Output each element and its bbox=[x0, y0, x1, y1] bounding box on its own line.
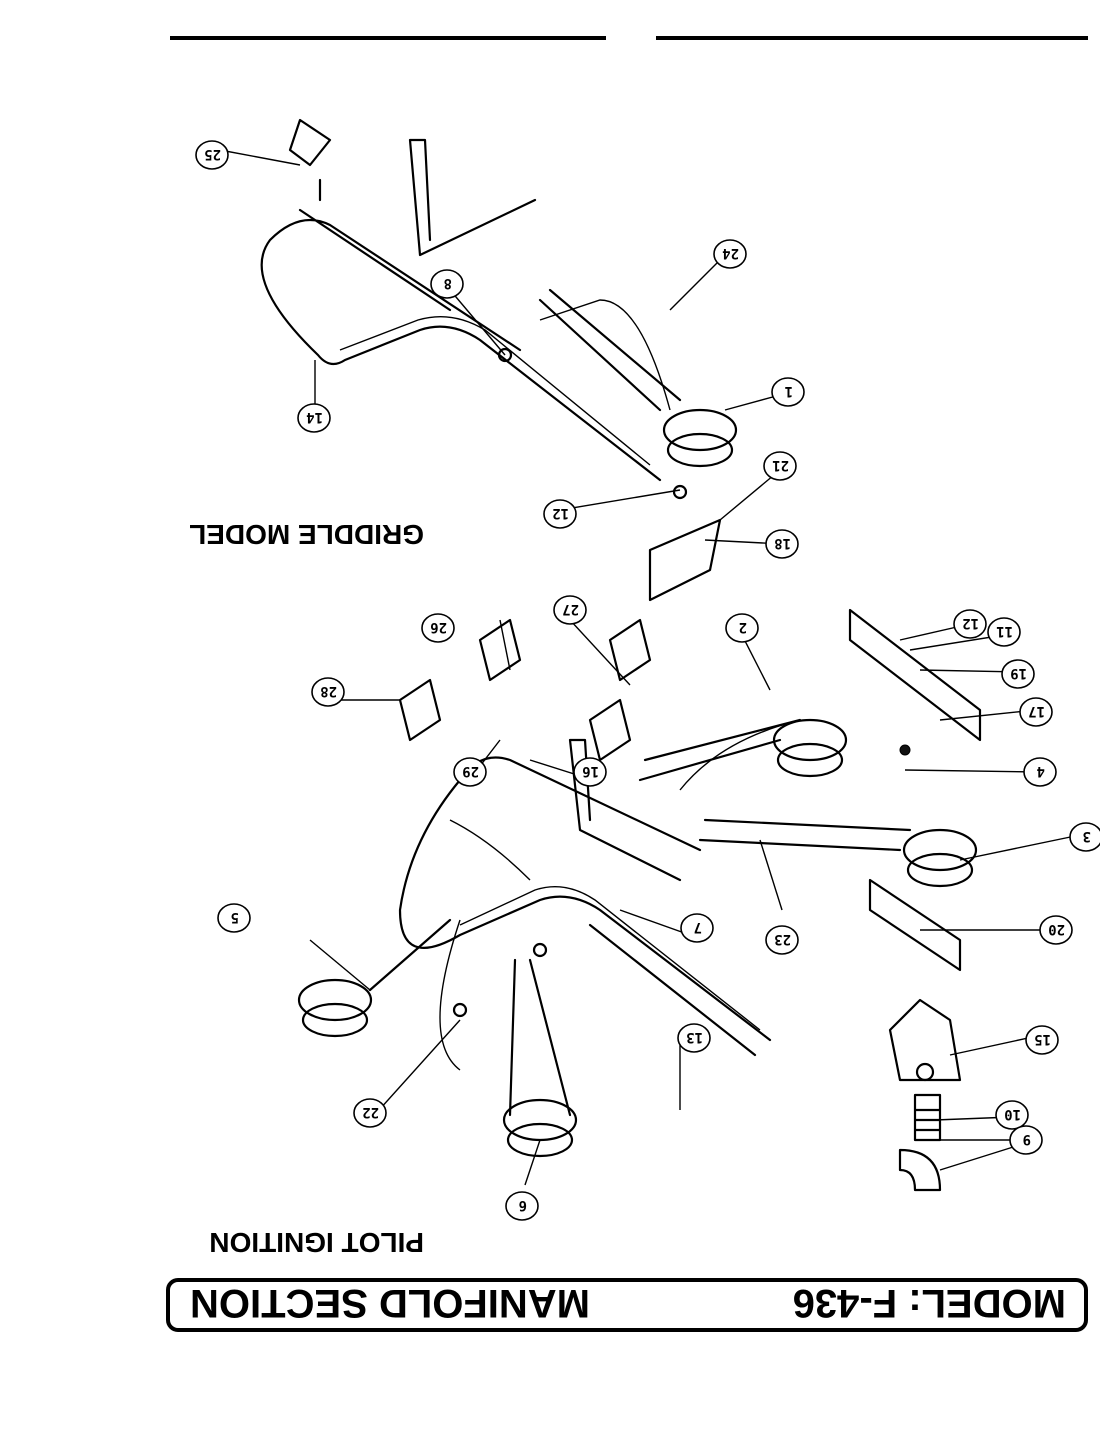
pilot-fitting bbox=[532, 942, 548, 958]
griddle-orifice bbox=[497, 347, 513, 363]
model-label: MODEL: F-436 bbox=[793, 1281, 1066, 1325]
callout-17: 17 bbox=[1028, 703, 1045, 719]
callout-6: 6 bbox=[519, 1197, 527, 1213]
callout-25: 25 bbox=[204, 146, 221, 162]
burner-front-right-cap bbox=[301, 1002, 369, 1038]
burner-front-left bbox=[502, 1098, 578, 1142]
callout-24: 24 bbox=[722, 245, 739, 261]
griddle-manifold-pipe-inner bbox=[339, 315, 651, 466]
griddle-burner-cap bbox=[666, 432, 734, 468]
callout-4: 4 bbox=[1037, 763, 1045, 779]
callout-15: 15 bbox=[1034, 1031, 1051, 1047]
nipple bbox=[913, 1093, 942, 1142]
section-label: MANIFOLD SECTION bbox=[190, 1281, 590, 1325]
callout-29: 29 bbox=[462, 763, 479, 779]
callout-21: 21 bbox=[772, 457, 789, 473]
callout-8: 8 bbox=[444, 275, 452, 291]
callout-11: 11 bbox=[996, 623, 1013, 639]
burner-rear-left bbox=[902, 828, 978, 872]
pilot-ignition-assembly bbox=[297, 608, 982, 1192]
manifold-pipe-inner bbox=[459, 885, 761, 1031]
title-box bbox=[166, 1278, 1088, 1332]
griddle-frame-bracket bbox=[408, 138, 537, 257]
elbow bbox=[898, 1148, 942, 1192]
callout-7: 7 bbox=[694, 919, 702, 935]
callout-13: 13 bbox=[686, 1029, 703, 1045]
callout-2: 2 bbox=[739, 619, 747, 635]
callout-28: 28 bbox=[320, 683, 337, 699]
burner-rear-right-cap bbox=[776, 742, 844, 778]
callout-23: 23 bbox=[774, 931, 791, 947]
callouts-pilot: 27 26 2 12 11 19 17 28 29 16 4 3 5 7 23 … bbox=[231, 601, 1091, 1213]
burner-rear-left-cap bbox=[906, 852, 974, 888]
spark-electrode bbox=[452, 1002, 468, 1018]
griddle-cap-nut bbox=[672, 484, 688, 500]
burner-front-right bbox=[297, 978, 373, 1022]
callout-18: 18 bbox=[774, 535, 791, 551]
griddle-pilot-bracket bbox=[648, 518, 722, 602]
callout-27: 27 bbox=[562, 601, 579, 617]
callout-5: 5 bbox=[231, 909, 239, 925]
griddle-burner-tube bbox=[538, 288, 682, 412]
callout-19: 19 bbox=[1010, 665, 1027, 681]
griddle-model-caption: GRIDDLE MODEL bbox=[189, 519, 424, 550]
callout-22: 22 bbox=[362, 1104, 379, 1120]
ignitor-bracket-right bbox=[848, 608, 982, 742]
callout-9: 9 bbox=[1023, 1131, 1031, 1147]
burner-rear-right bbox=[772, 718, 848, 762]
callout-26: 26 bbox=[430, 619, 447, 635]
pilot-valve-d bbox=[608, 618, 652, 682]
griddle-burner bbox=[662, 408, 738, 452]
callout-16: 16 bbox=[582, 763, 599, 779]
callout-20: 20 bbox=[1048, 921, 1065, 937]
callout-12: 12 bbox=[552, 505, 569, 521]
mounting-screw bbox=[899, 744, 911, 756]
pilot-valve-a bbox=[588, 698, 632, 762]
ignitor-bracket-left bbox=[868, 878, 962, 972]
pilot-ignition-caption: PILOT IGNITION bbox=[209, 1227, 424, 1258]
callout-3: 3 bbox=[1083, 828, 1091, 844]
callout-circles bbox=[195, 140, 1100, 1221]
griddle-thermocouple-line bbox=[539, 299, 671, 411]
callout-1: 1 bbox=[785, 383, 793, 399]
regulator-port bbox=[915, 1062, 935, 1082]
callouts-griddle: 25 24 8 1 14 12 21 18 bbox=[204, 146, 793, 551]
pilot-valve-c bbox=[398, 678, 442, 742]
pilot-valve-b bbox=[478, 618, 522, 682]
pilot-tubing bbox=[439, 719, 801, 1071]
callout-14: 14 bbox=[306, 409, 323, 425]
callout-10: 10 bbox=[1004, 1106, 1021, 1122]
pressure-regulator bbox=[888, 998, 962, 1082]
main-manifold-pipe bbox=[398, 756, 772, 1057]
griddle-valve bbox=[288, 118, 332, 202]
griddle-manifold-pipe bbox=[260, 208, 662, 482]
callout-12b: 12 bbox=[962, 615, 979, 631]
burner-front-left-cap bbox=[506, 1122, 574, 1158]
